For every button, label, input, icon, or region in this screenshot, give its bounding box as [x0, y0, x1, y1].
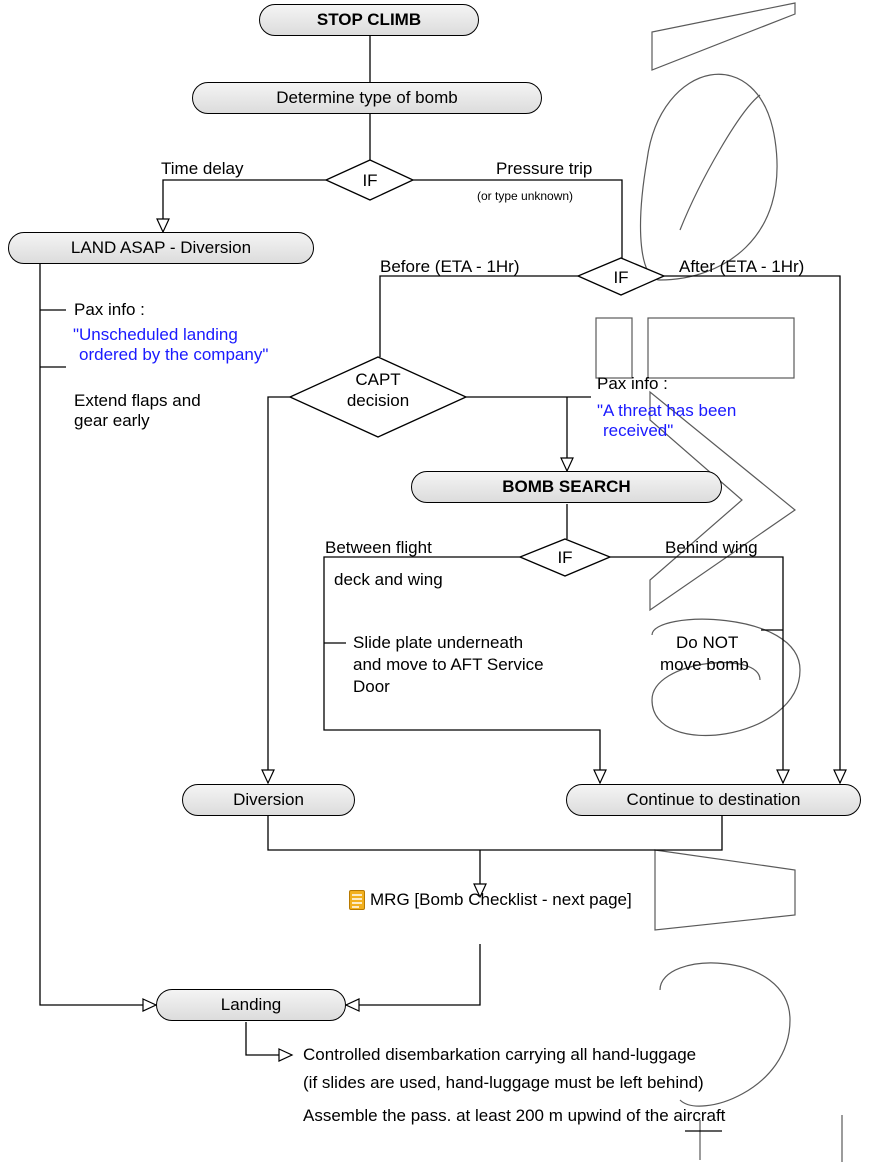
- extend-flaps-line1: Extend flaps and: [74, 391, 201, 410]
- if-label-bomb-location: IF: [557, 548, 573, 567]
- extend-flaps-line2: gear early: [74, 411, 150, 430]
- if-label-eta: IF: [613, 268, 629, 287]
- behind-wing-label: Behind wing: [665, 538, 758, 557]
- landing-node: Landing: [156, 989, 346, 1021]
- pax-info-label-1: Pax info :: [74, 300, 145, 319]
- slide-plate-line1: Slide plate underneath: [353, 633, 524, 652]
- pressure-trip-label: Pressure trip: [496, 159, 593, 178]
- capt-label-line2: decision: [346, 391, 410, 410]
- stop-climb-node: STOP CLIMB: [259, 4, 479, 36]
- pax-message-1-line1: "Unscheduled landing: [73, 325, 238, 344]
- deck-and-wing-label: deck and wing: [334, 570, 443, 589]
- pax-message-2-line2: received": [603, 421, 674, 440]
- if-diamond-bomb-type: [324, 159, 415, 201]
- disembarkation-line1: Controlled disembarkation carrying all h…: [303, 1045, 697, 1064]
- between-flight-label: Between flight: [325, 538, 432, 557]
- disembarkation-line2: (if slides are used, hand-luggage must b…: [303, 1073, 704, 1092]
- time-delay-label: Time delay: [161, 159, 244, 178]
- pax-info-label-2: Pax info :: [597, 374, 668, 393]
- do-not-line2: move bomb: [660, 655, 749, 674]
- capt-label-line1: CAPT: [355, 370, 401, 389]
- land-asap-diversion-node: LAND ASAP - Diversion: [8, 232, 314, 264]
- if-label-bomb-type: IF: [362, 171, 378, 190]
- diversion-node: Diversion: [182, 784, 355, 816]
- bomb-search-node: BOMB SEARCH: [411, 471, 722, 503]
- capt-decision-diamond: [288, 356, 468, 438]
- mrg-bomb-checklist-link[interactable]: MRG [Bomb Checklist - next page]: [370, 890, 632, 909]
- if-diamond-eta: [576, 257, 666, 296]
- document-icon: [349, 890, 365, 910]
- slide-plate-line2: and move to AFT Service: [353, 655, 544, 674]
- type-unknown-label: (or type unknown): [477, 189, 574, 203]
- slide-plate-line3: Door: [353, 677, 390, 696]
- if-diamond-bomb-location: [518, 538, 612, 577]
- assemble-instruction: Assemble the pass. at least 200 m upwind…: [303, 1106, 726, 1125]
- determine-bomb-type-node: Determine type of bomb: [192, 82, 542, 114]
- after-eta-label: After (ETA - 1Hr): [679, 257, 805, 276]
- do-not-line1: Do NOT: [676, 633, 739, 652]
- pax-message-2-line1: "A threat has been: [597, 401, 737, 420]
- continue-to-destination-node: Continue to destination: [566, 784, 861, 816]
- pax-message-1-line2: ordered by the company": [79, 345, 269, 364]
- before-eta-label: Before (ETA - 1Hr): [380, 257, 520, 276]
